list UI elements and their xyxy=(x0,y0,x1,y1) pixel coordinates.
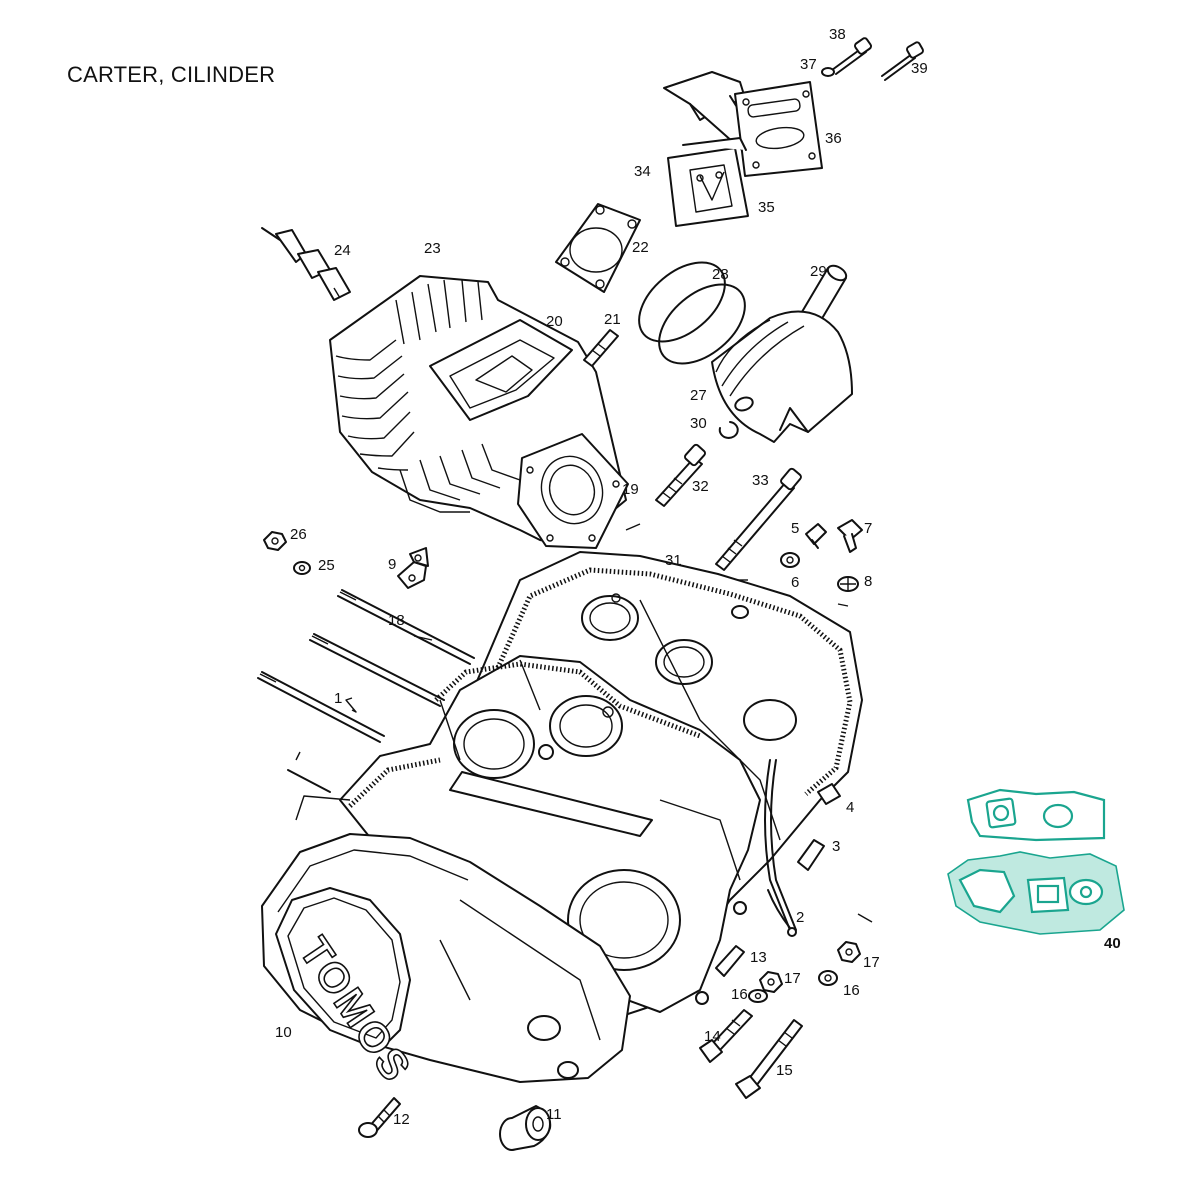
part-label-25: 25 xyxy=(318,557,335,574)
nut-17-left xyxy=(759,971,783,993)
part-label-38: 38 xyxy=(829,26,846,43)
part-label-24: 24 xyxy=(334,242,351,259)
part-label-17b: 17 xyxy=(863,954,880,971)
part-label-31: 31 xyxy=(665,552,682,569)
reed-valve xyxy=(667,137,749,227)
part-label-30: 30 xyxy=(690,415,707,432)
part-label-3: 3 xyxy=(832,838,840,855)
bracket-9 xyxy=(397,547,429,589)
bolt-14 xyxy=(699,1009,753,1063)
part-label-14: 14 xyxy=(704,1028,721,1045)
part-label-29: 29 xyxy=(810,263,827,280)
part-label-9: 9 xyxy=(388,556,396,573)
piston-rings xyxy=(638,261,746,365)
part-label-40: 40 xyxy=(1104,935,1121,952)
rubber-bush-11 xyxy=(499,1105,552,1151)
part-label-5: 5 xyxy=(791,520,799,537)
head-gasket xyxy=(555,203,641,293)
cylinder-stud-21 xyxy=(583,329,619,367)
part-label-7: 7 xyxy=(864,520,872,537)
crankcase-left-half xyxy=(339,593,761,1013)
part-label-22: 22 xyxy=(632,239,649,256)
part-label-10: 10 xyxy=(275,1024,292,1041)
diagram-title: CARTER, CILINDER xyxy=(67,62,276,87)
part-label-2: 2 xyxy=(796,909,804,926)
part-label-6: 6 xyxy=(791,574,799,591)
part-label-32: 32 xyxy=(692,478,709,495)
part-label-16a: 16 xyxy=(731,986,748,1003)
washer-16-right xyxy=(818,970,838,986)
part-label-21: 21 xyxy=(604,311,621,328)
gasket-kit xyxy=(947,788,1125,935)
clip-4 xyxy=(817,783,841,805)
bolts-37-38-39 xyxy=(821,37,924,81)
bolt-33 xyxy=(715,467,802,571)
part-label-28: 28 xyxy=(712,266,729,283)
intake-manifold xyxy=(663,71,823,177)
dowel-pin-3 xyxy=(797,839,825,871)
part-label-16b: 16 xyxy=(843,982,860,999)
piston xyxy=(711,310,853,443)
part-label-26: 26 xyxy=(290,526,307,543)
dowel-pin-13 xyxy=(715,945,745,977)
piston-pin-circlip xyxy=(718,421,739,439)
part-label-15: 15 xyxy=(776,1062,793,1079)
part-label-17a: 17 xyxy=(784,970,801,987)
part-label-35: 35 xyxy=(758,199,775,216)
part-label-11: 11 xyxy=(546,1106,562,1123)
part-label-36: 36 xyxy=(825,130,842,147)
spark-plug xyxy=(261,227,351,301)
part-label-33: 33 xyxy=(752,472,769,489)
drain-plug-7 xyxy=(837,519,863,553)
part-label-4: 4 xyxy=(846,799,854,816)
nut-26 xyxy=(263,531,287,551)
part-label-12: 12 xyxy=(393,1111,410,1128)
nut-17-right xyxy=(837,941,861,963)
screw-12 xyxy=(358,1097,401,1138)
part-label-37: 37 xyxy=(800,56,817,73)
part-label-19: 19 xyxy=(622,481,639,498)
part-label-34: 34 xyxy=(634,163,651,180)
cylinder xyxy=(329,275,629,549)
part-label-8: 8 xyxy=(864,573,872,590)
washer-25 xyxy=(293,561,311,575)
crankcase-studs xyxy=(257,589,475,793)
part-label-18: 18 xyxy=(388,612,405,629)
leader-lines xyxy=(295,523,873,923)
part-label-1: 1 xyxy=(334,690,342,707)
screw-5 xyxy=(805,523,827,549)
part-label-23: 23 xyxy=(424,240,441,257)
part-label-20: 20 xyxy=(546,313,563,330)
washer-8 xyxy=(837,576,859,592)
washer-16-left xyxy=(748,989,768,1003)
part-number-labels: 1 2 3 4 5 6 7 8 9 10 11 12 13 14 15 16 1… xyxy=(275,26,1121,1128)
wire-2 xyxy=(767,889,797,937)
part-label-13: 13 xyxy=(750,949,767,966)
part-label-27: 27 xyxy=(690,387,707,404)
bolt-32 xyxy=(655,443,706,507)
bolt-15 xyxy=(735,1019,803,1099)
washer-6 xyxy=(780,552,800,568)
part-label-39: 39 xyxy=(911,60,928,77)
